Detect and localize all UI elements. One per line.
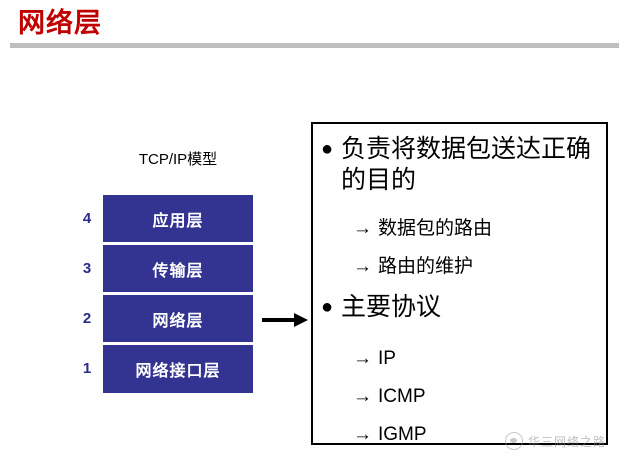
layer-number-1: 1 (82, 360, 92, 377)
right-arrow-icon (262, 313, 308, 327)
sub-item-ip: → IP (353, 346, 396, 372)
bullet-dot-icon: ● (321, 138, 334, 160)
sub-item-label-ip: IP (378, 348, 396, 369)
layer-band-application: 应用层 (103, 195, 253, 242)
layer-number-2: 2 (82, 310, 92, 327)
sub-item-label-icmp: ICMP (378, 386, 426, 407)
title-divider (10, 43, 619, 48)
bullet-dot-icon: ● (321, 296, 334, 318)
sub-arrow-icon: → (353, 348, 372, 369)
sub-item-label-packet-routing: 数据包的路由 (378, 218, 493, 239)
sub-item-label-route-maintenance: 路由的维护 (378, 256, 474, 277)
stack-caption: TCP/IP模型 (138, 151, 218, 168)
sub-arrow-icon: → (353, 386, 372, 407)
sub-item-igmp: → IGMP (353, 422, 427, 448)
bullet-item-protocols: ● 主要协议 (321, 292, 601, 323)
sub-arrow-icon: → (353, 218, 372, 239)
sub-item-icmp: → ICMP (353, 384, 426, 410)
layer-band-network: 网络层 (103, 295, 253, 342)
watermark: 华三网络之路 (505, 432, 606, 450)
layer-number-3: 3 (82, 260, 92, 277)
bullet-text-responsibility: 负责将数据包送达正确的目的 (341, 135, 592, 194)
sub-item-packet-routing: → 数据包的路由 (353, 216, 492, 242)
tcpip-layer-stack: 应用层 传输层 网络层 网络接口层 (103, 195, 253, 393)
sub-item-route-maintenance: → 路由的维护 (353, 254, 473, 280)
layer-band-transport: 传输层 (103, 245, 253, 292)
description-box: ● 负责将数据包送达正确的目的 → 数据包的路由 → 路由的维护 ● 主要协议 … (311, 122, 608, 445)
watermark-text: 华三网络之路 (528, 434, 607, 449)
bullet-text-protocols: 主要协议 (341, 293, 442, 321)
page-title: 网络层 (18, 8, 102, 38)
sub-item-label-igmp: IGMP (378, 424, 427, 445)
sub-arrow-icon: → (353, 424, 372, 445)
bullet-item-responsibility: ● 负责将数据包送达正确的目的 (321, 134, 601, 196)
sub-arrow-icon: → (353, 256, 372, 277)
layer-band-network-interface: 网络接口层 (103, 345, 253, 393)
watermark-logo-icon (505, 432, 523, 450)
layer-number-4: 4 (82, 210, 92, 227)
